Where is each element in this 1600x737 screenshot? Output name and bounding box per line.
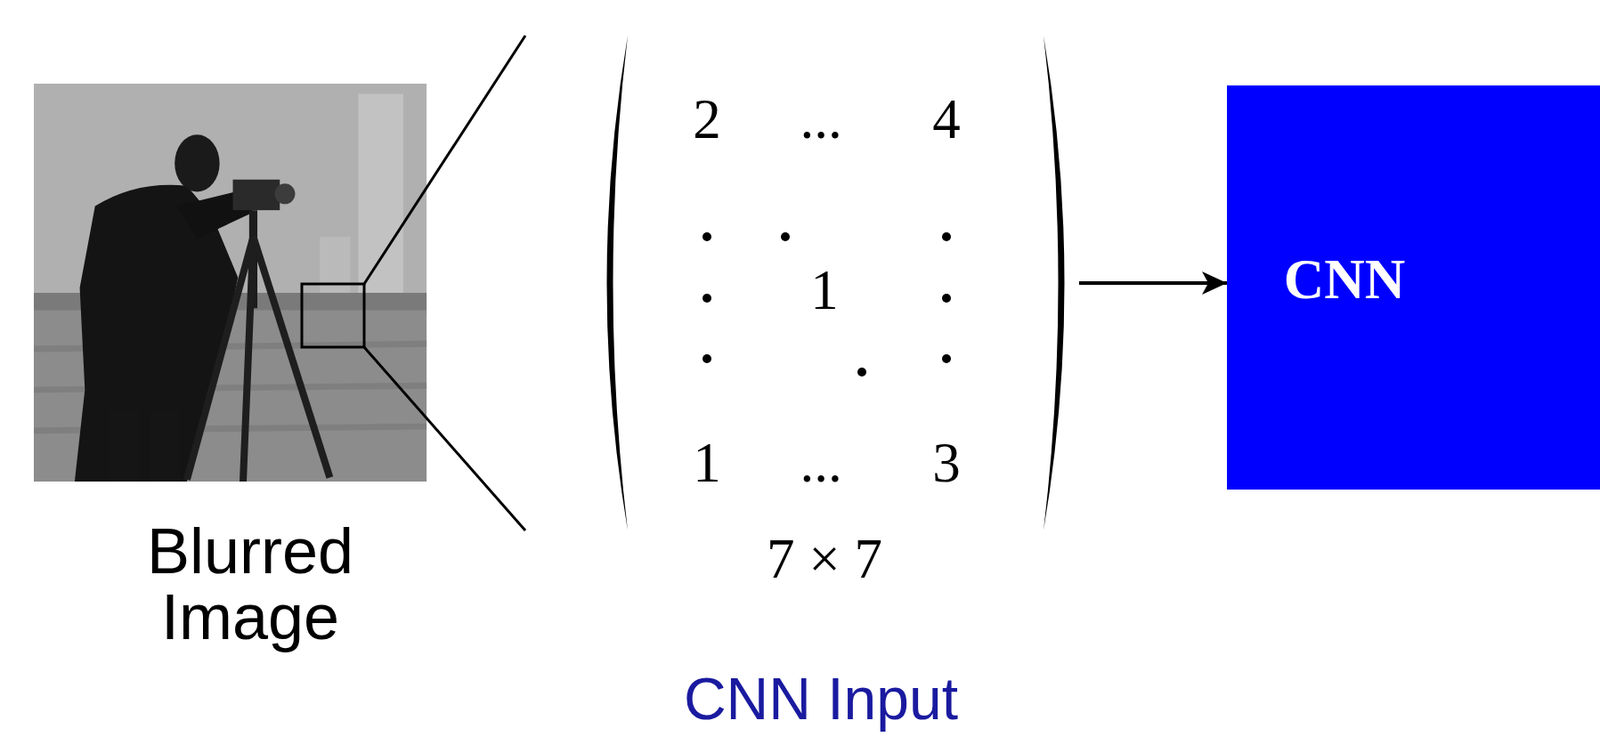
matrix-bracket: 2... 4 1 1... 3 <box>594 35 1080 531</box>
input-caption: CNN Input <box>683 667 959 731</box>
matrix-size: 7 × 7 <box>766 529 883 589</box>
matrix-entry: ... <box>799 432 842 495</box>
zoom-line <box>364 347 526 531</box>
left-parenthesis <box>607 35 629 531</box>
matrix-entry: 1 <box>692 432 722 495</box>
zoom-square <box>301 284 365 348</box>
matrix-entry: 2 <box>692 89 722 151</box>
cnn-box: CNN <box>1226 85 1600 490</box>
matrix-entry: 4 <box>932 89 961 151</box>
box-title: CNN <box>1283 249 1406 311</box>
right-parenthesis <box>1043 35 1065 531</box>
zoom-line <box>364 35 526 285</box>
matrix-entry: 1 <box>810 259 839 322</box>
flow-arrow <box>1079 281 1227 285</box>
matrix-entry: ... <box>799 89 842 151</box>
image-caption: Blurred Image <box>107 518 393 650</box>
ellipsis-dots <box>702 232 951 377</box>
blurred-photo <box>33 83 427 482</box>
matrix-entry: 3 <box>932 432 961 495</box>
